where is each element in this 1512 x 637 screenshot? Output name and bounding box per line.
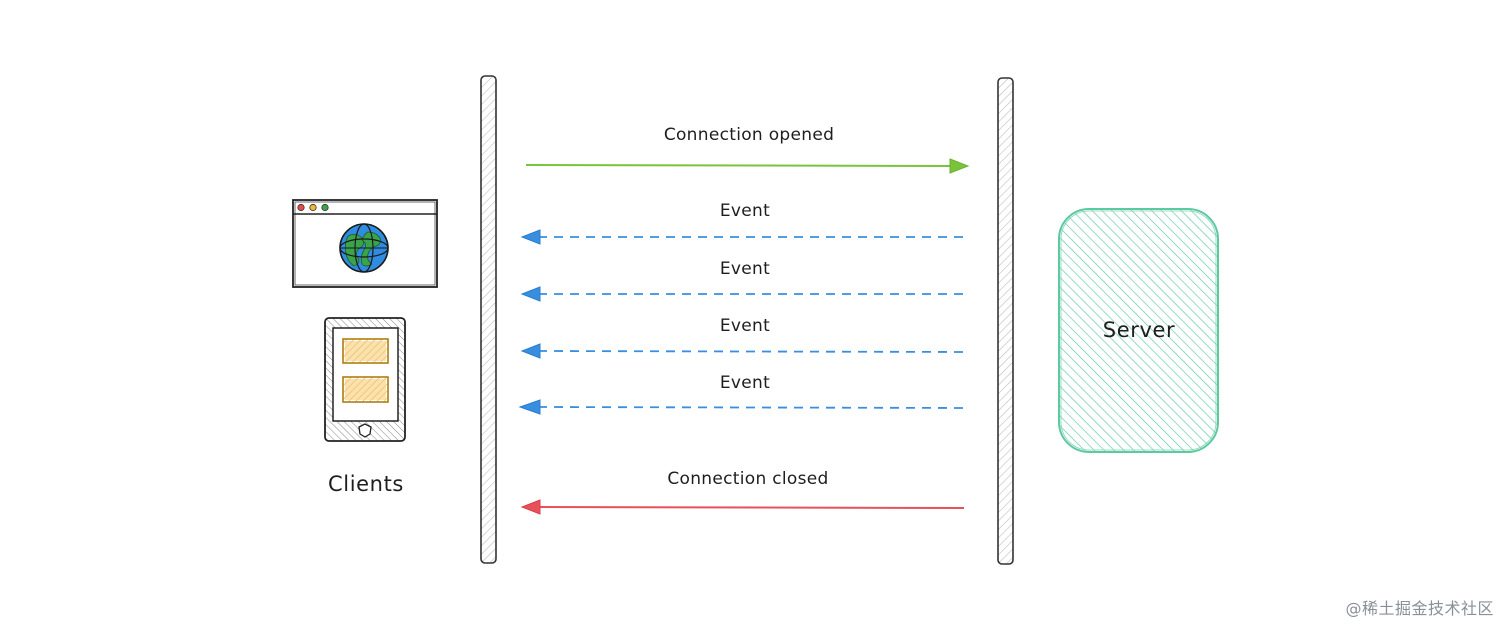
server-node bbox=[1058, 208, 1219, 453]
message-label: Event bbox=[720, 201, 770, 221]
server-label: Server bbox=[1103, 318, 1175, 342]
event-arrow bbox=[520, 343, 971, 359]
server-lifeline bbox=[997, 77, 1014, 565]
mobile-client-icon bbox=[324, 317, 406, 442]
event-arrow bbox=[520, 229, 970, 245]
globe-icon bbox=[339, 223, 389, 273]
message-label: Event bbox=[720, 259, 770, 279]
client-lifeline bbox=[480, 75, 497, 564]
event-arrow bbox=[520, 286, 970, 302]
clients-label: Clients bbox=[328, 472, 404, 496]
message-label: Connection opened bbox=[664, 125, 834, 145]
event-arrow bbox=[518, 399, 971, 415]
watermark: @稀土掘金技术社区 bbox=[1345, 599, 1494, 618]
browser-client-icon bbox=[292, 199, 438, 288]
message-label: Event bbox=[720, 316, 770, 336]
message-label: Connection closed bbox=[667, 469, 828, 489]
message-label: Event bbox=[720, 373, 770, 393]
connection-opened-arrow bbox=[525, 158, 970, 174]
connection-closed-arrow bbox=[520, 499, 965, 515]
